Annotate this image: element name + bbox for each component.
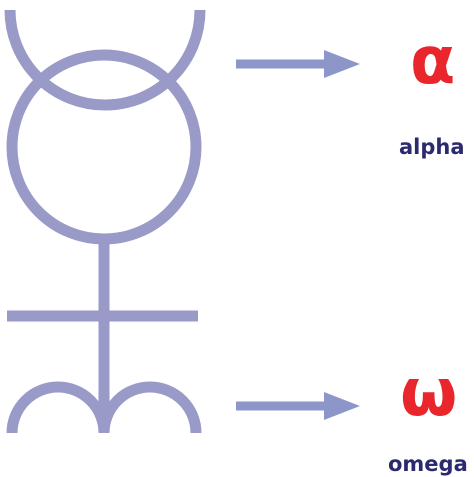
omega-caption: omega (388, 452, 468, 476)
arrow-head (324, 392, 360, 420)
arrow-head (324, 50, 360, 78)
symbol-circle (6, 49, 202, 245)
arrow-to-omega (236, 392, 360, 420)
omega-glyph: ω (400, 354, 458, 431)
alpha-caption: alpha (399, 135, 465, 159)
symbol-crescent (4, 9, 206, 111)
mercury-symbol-icon (4, 9, 206, 434)
alpha-glyph: α (410, 22, 456, 99)
arrow-to-alpha (236, 50, 360, 78)
symbol-lower-arches (6, 381, 202, 434)
